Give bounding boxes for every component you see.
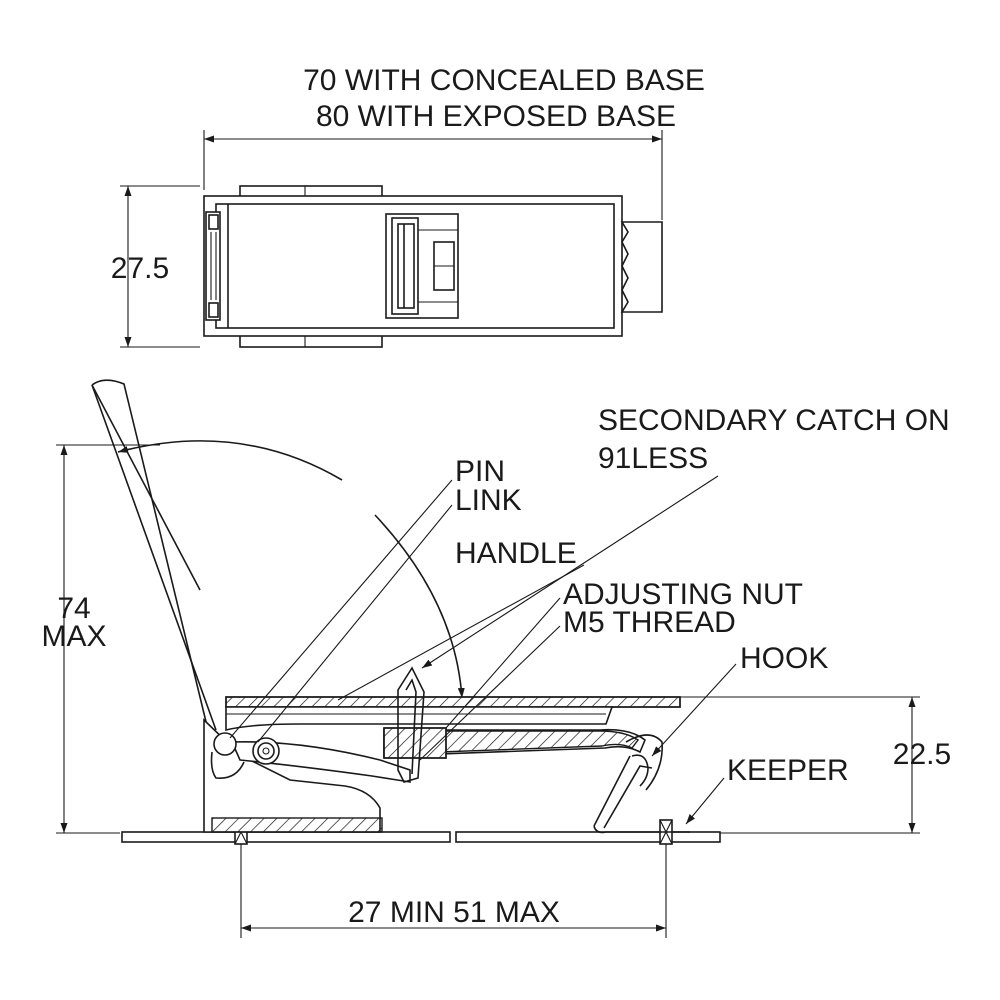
- keeper-loop: [593, 755, 631, 827]
- length-label-concealed: 70 WITH CONCEALED BASE: [303, 64, 705, 97]
- keeper-base-plate: [455, 831, 721, 843]
- pin-label: PIN: [455, 455, 505, 488]
- handle-label: HANDLE: [455, 537, 577, 570]
- link-label: LINK: [455, 484, 522, 517]
- span-label: 27 MIN 51 MAX: [348, 896, 560, 929]
- pin-pivot: [213, 732, 237, 756]
- hook-label: HOOK: [740, 642, 828, 675]
- side-view: [56, 379, 920, 938]
- height-label-value: 74: [57, 592, 90, 625]
- latch-height-label: 22.5: [893, 738, 951, 771]
- thread-label: M5 THREAD: [563, 606, 736, 639]
- leader-lines: [229, 475, 737, 825]
- closed-handle-body: [225, 706, 614, 732]
- latch-base-plate: [121, 831, 451, 843]
- housing-section: [211, 817, 383, 833]
- height-label-qualifier: MAX: [41, 620, 106, 653]
- latch-height-dimension: [680, 696, 920, 834]
- secondary-catch-label-line2: 91LESS: [598, 442, 708, 475]
- adjusting-nut-label: ADJUSTING NUT: [563, 578, 803, 611]
- top-view: [120, 130, 663, 348]
- length-label-exposed: 80 WITH EXPOSED BASE: [316, 100, 676, 133]
- latch-housing: [203, 718, 381, 833]
- secondary-catch: [397, 666, 425, 783]
- labels: 70 WITH CONCEALED BASE 80 WITH EXPOSED B…: [41, 64, 951, 929]
- width-dimension: [120, 185, 200, 348]
- keeper-label: KEEPER: [727, 754, 849, 787]
- hook-nose-top-view: [620, 221, 663, 313]
- width-label: 27.5: [111, 252, 169, 285]
- height-dimension: [56, 444, 160, 834]
- hook-tip: [625, 734, 663, 791]
- secondary-catch-label-line1: SECONDARY CATCH ON: [598, 404, 950, 437]
- swing-arc-upper: [117, 440, 343, 481]
- swing-arc-lower: [374, 514, 465, 699]
- open-handle-outline: [91, 379, 209, 731]
- length-dimension: [203, 130, 663, 220]
